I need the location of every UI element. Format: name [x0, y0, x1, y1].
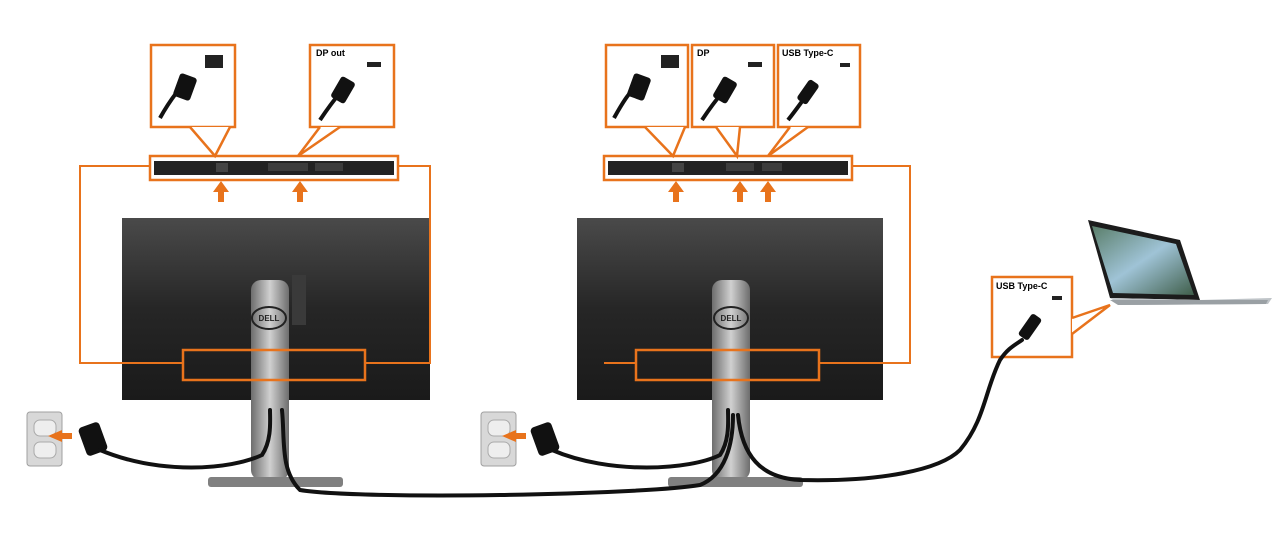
monitor-2-dp-callout: DP [690, 43, 776, 160]
monitor-2-dp-label: DP [697, 48, 710, 58]
laptop [1088, 220, 1272, 305]
monitor-1: DELL [122, 218, 430, 487]
monitor-2-logo-text: DELL [721, 314, 742, 323]
monitor-1-port-highlight [181, 348, 367, 382]
monitor-2-port-strip [602, 154, 854, 182]
wall-outlet-2 [480, 411, 526, 467]
monitor-2-usbc-callout: USB Type-C [767, 43, 862, 158]
monitor-2-power-callout [604, 43, 690, 159]
laptop-screen [1092, 226, 1194, 295]
dp-daisy-chain-cable [280, 408, 735, 498]
monitor-2-dell-logo [713, 306, 749, 330]
power-plug-1 [78, 422, 108, 456]
monitor-2-right-bracket [819, 165, 911, 364]
monitor-1-arrows [213, 181, 308, 202]
monitor-2-usbc-label: USB Type-C [782, 48, 834, 58]
monitor-1-dp-out-callout: DP out [297, 43, 396, 158]
cables [98, 338, 1024, 498]
usbc-cable [736, 338, 1024, 483]
wall-outlet-1 [26, 411, 72, 467]
power-cable-2 [550, 408, 731, 470]
monitor-1-dell-logo [251, 306, 287, 330]
monitor-2: DELL [577, 218, 883, 487]
monitor-1-port-strip [148, 154, 400, 182]
monitor-1-left-bracket [79, 165, 183, 364]
monitor-1-vesa-slot [292, 275, 306, 325]
laptop-usbc-label: USB Type-C [996, 281, 1048, 291]
monitor-1-right-bracket [365, 165, 431, 364]
power-cable-1 [98, 408, 273, 470]
monitor-2-arrows [668, 181, 776, 202]
monitor-1-stand-base [208, 477, 343, 487]
monitor-1-logo-text: DELL [259, 314, 280, 323]
monitor-1-power-callout [149, 43, 237, 159]
laptop-usbc-callout: USB Type-C [990, 275, 1111, 359]
power-plug-2 [530, 422, 560, 456]
monitor-2-port-highlight [634, 348, 821, 382]
monitor-1-dp-out-label: DP out [316, 48, 345, 58]
